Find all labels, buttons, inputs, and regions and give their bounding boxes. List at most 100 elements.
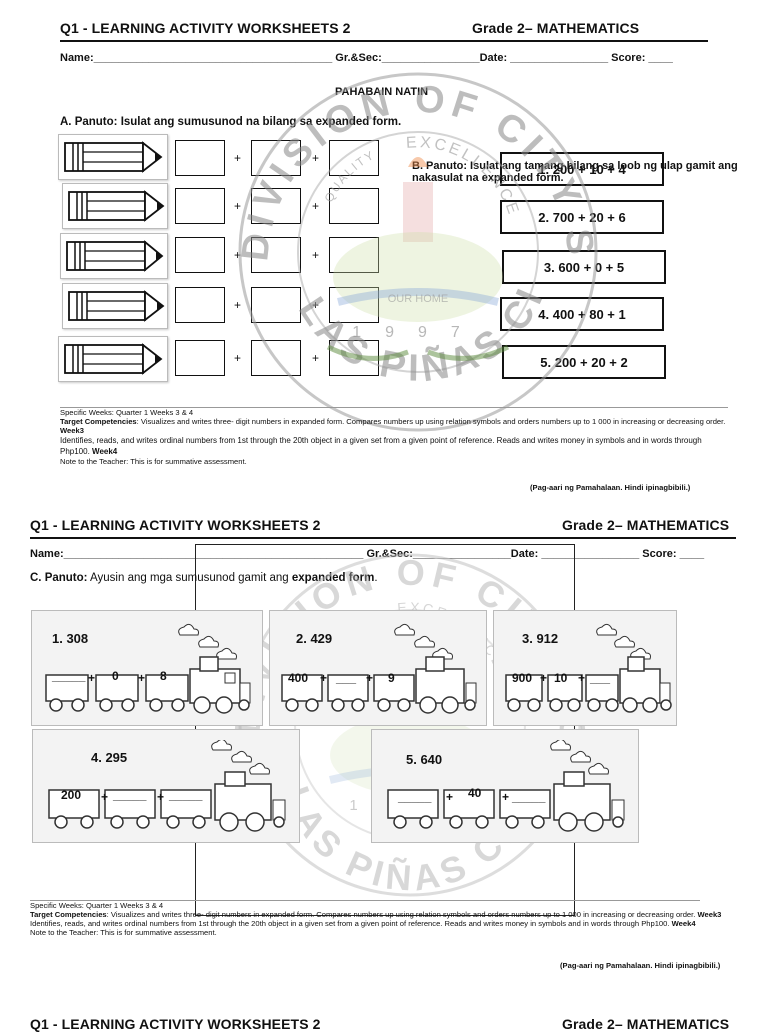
answer-box[interactable]	[329, 340, 379, 376]
plus-sign: +	[234, 151, 242, 165]
page3-title-right: Grade 2– MATHEMATICS	[562, 1016, 730, 1032]
footer-weeks: Specific Weeks: Quarter 1 Weeks 3 & 4	[60, 408, 194, 417]
instruction-c: C. Panuto: Ayusin ang mga sumusunod gami…	[30, 572, 378, 584]
pencil-card	[62, 283, 168, 329]
page1-name-line[interactable]: Name:___________________________________…	[60, 52, 673, 64]
answer-b-4: 4. 400 + 80 + 1	[500, 297, 664, 331]
instruction-a: A. Panuto: Isulat ang sumusunod na bilan…	[60, 116, 402, 128]
plus-sign: +	[366, 671, 374, 685]
page2-title-right: Grade 2– MATHEMATICS	[562, 517, 730, 533]
pencil-icon	[68, 290, 165, 322]
footer-week3: Week3	[697, 910, 722, 919]
page1-title-right: Grade 2– MATHEMATICS	[472, 20, 640, 36]
footer-week3: Week3	[60, 426, 84, 435]
page1-footer-rule	[60, 407, 728, 408]
answer-box[interactable]	[329, 237, 379, 273]
answer-b-5: 5. 200 + 20 + 2	[502, 345, 666, 379]
train-icon	[281, 623, 477, 714]
cart-value: 40	[468, 786, 482, 800]
plus-sign: +	[312, 199, 320, 213]
plus-sign: +	[88, 671, 96, 685]
cart-value: 200	[61, 788, 82, 802]
cart-value[interactable]: _____	[113, 788, 147, 802]
footer-ordinal-text: Identifies, reads, and writes ordinal nu…	[60, 436, 702, 456]
footer-note: Note to the Teacher: This is for summati…	[60, 457, 247, 466]
page1-footer: Specific Weeks: Quarter 1 Weeks 3 & 4 Ta…	[60, 408, 732, 466]
footer-note: Note to the Teacher: This is for summati…	[30, 928, 217, 937]
answer-box[interactable]	[251, 188, 301, 224]
plus-sign: +	[446, 790, 454, 804]
plus-sign: +	[234, 248, 242, 262]
answer-box[interactable]	[329, 287, 379, 323]
train-card: 2. 429 400 + ___ +	[269, 610, 487, 726]
page2-header-rule	[30, 537, 736, 539]
train-card: 3. 912 900 + 10 +	[493, 610, 677, 726]
train-label: 4. 295	[91, 750, 128, 765]
plus-sign: +	[540, 671, 548, 685]
cart-value: 10	[554, 671, 568, 685]
cart-value: 8	[160, 669, 167, 683]
cart-value: 900	[512, 671, 533, 685]
answer-box[interactable]	[175, 287, 225, 323]
plus-sign: +	[578, 671, 586, 685]
footer-competencies-text: : Visualizes and writes three- digit num…	[136, 417, 726, 426]
plus-sign: +	[234, 199, 242, 213]
page1-section-title: PAHABAIN NATIN	[335, 86, 429, 98]
cart-value[interactable]: _____	[512, 790, 546, 804]
answer-box[interactable]	[175, 140, 225, 176]
answer-b-2: 2. 700 + 20 + 6	[500, 200, 664, 234]
pencil-card	[58, 336, 168, 382]
answer-b-3: 3. 600 + 0 + 5	[502, 250, 666, 284]
answer-box[interactable]	[175, 237, 225, 273]
footer-ordinal-text: Identifies, reads, and writes ordinal nu…	[30, 919, 670, 928]
footer-competencies-label: Target Competencies	[60, 417, 137, 426]
pencil-icon	[68, 190, 165, 222]
page1-header-rule	[60, 40, 708, 42]
answer-box[interactable]	[251, 340, 301, 376]
pencil-card	[58, 134, 168, 180]
train-icon	[48, 740, 286, 832]
answer-box[interactable]	[251, 287, 301, 323]
train-label: 3. 912	[522, 631, 559, 646]
train-icon	[505, 623, 672, 713]
pencil-icon	[64, 343, 163, 375]
plus-sign: +	[312, 351, 320, 365]
page3-title-left: Q1 - LEARNING ACTIVITY WORKSHEETS 2	[30, 1016, 321, 1032]
plus-sign: +	[320, 671, 328, 685]
cart-value: 9	[388, 671, 395, 685]
cart-value[interactable]: _____	[52, 669, 86, 683]
cart-value[interactable]: _____	[398, 790, 432, 804]
pencil-icon	[64, 141, 163, 173]
pencil-card	[60, 233, 168, 279]
answer-box[interactable]	[175, 340, 225, 376]
plus-sign: +	[234, 351, 242, 365]
svg-text:1997: 1997	[352, 324, 484, 341]
footer-weeks: Specific Weeks: Quarter 1 Weeks 3 & 4	[30, 901, 164, 910]
cart-value[interactable]: ___	[336, 671, 357, 685]
plus-sign: +	[138, 671, 146, 685]
footer-competencies-label: Target Competencies	[30, 910, 107, 919]
answer-box[interactable]	[175, 188, 225, 224]
train-label: 5. 640	[406, 752, 443, 767]
cart-value[interactable]: ___	[590, 671, 611, 685]
train-icon	[387, 740, 625, 832]
plus-sign: +	[312, 248, 320, 262]
plus-sign: +	[101, 790, 109, 804]
plus-sign: +	[312, 298, 320, 312]
answer-box[interactable]	[251, 237, 301, 273]
answer-box[interactable]	[329, 140, 379, 176]
plus-sign: +	[157, 790, 165, 804]
answer-box[interactable]	[251, 140, 301, 176]
answer-b-1: 1. 200 + 10 + 4	[500, 152, 664, 186]
cart-value[interactable]: _____	[169, 788, 203, 802]
train-card: 4. 295 200 + _____	[32, 729, 300, 843]
train-label: 1. 308	[52, 631, 89, 646]
footer-week4: Week4	[92, 447, 118, 456]
footer-competencies-text: : Visualizes and writes three- digit num…	[106, 910, 696, 919]
train-label: 2. 429	[296, 631, 333, 646]
train-card: 1. 308 _____ + 0	[31, 610, 263, 726]
pencil-icon	[66, 240, 164, 272]
plus-sign: +	[234, 298, 242, 312]
answer-box[interactable]	[329, 188, 379, 224]
plus-sign: +	[502, 790, 510, 804]
